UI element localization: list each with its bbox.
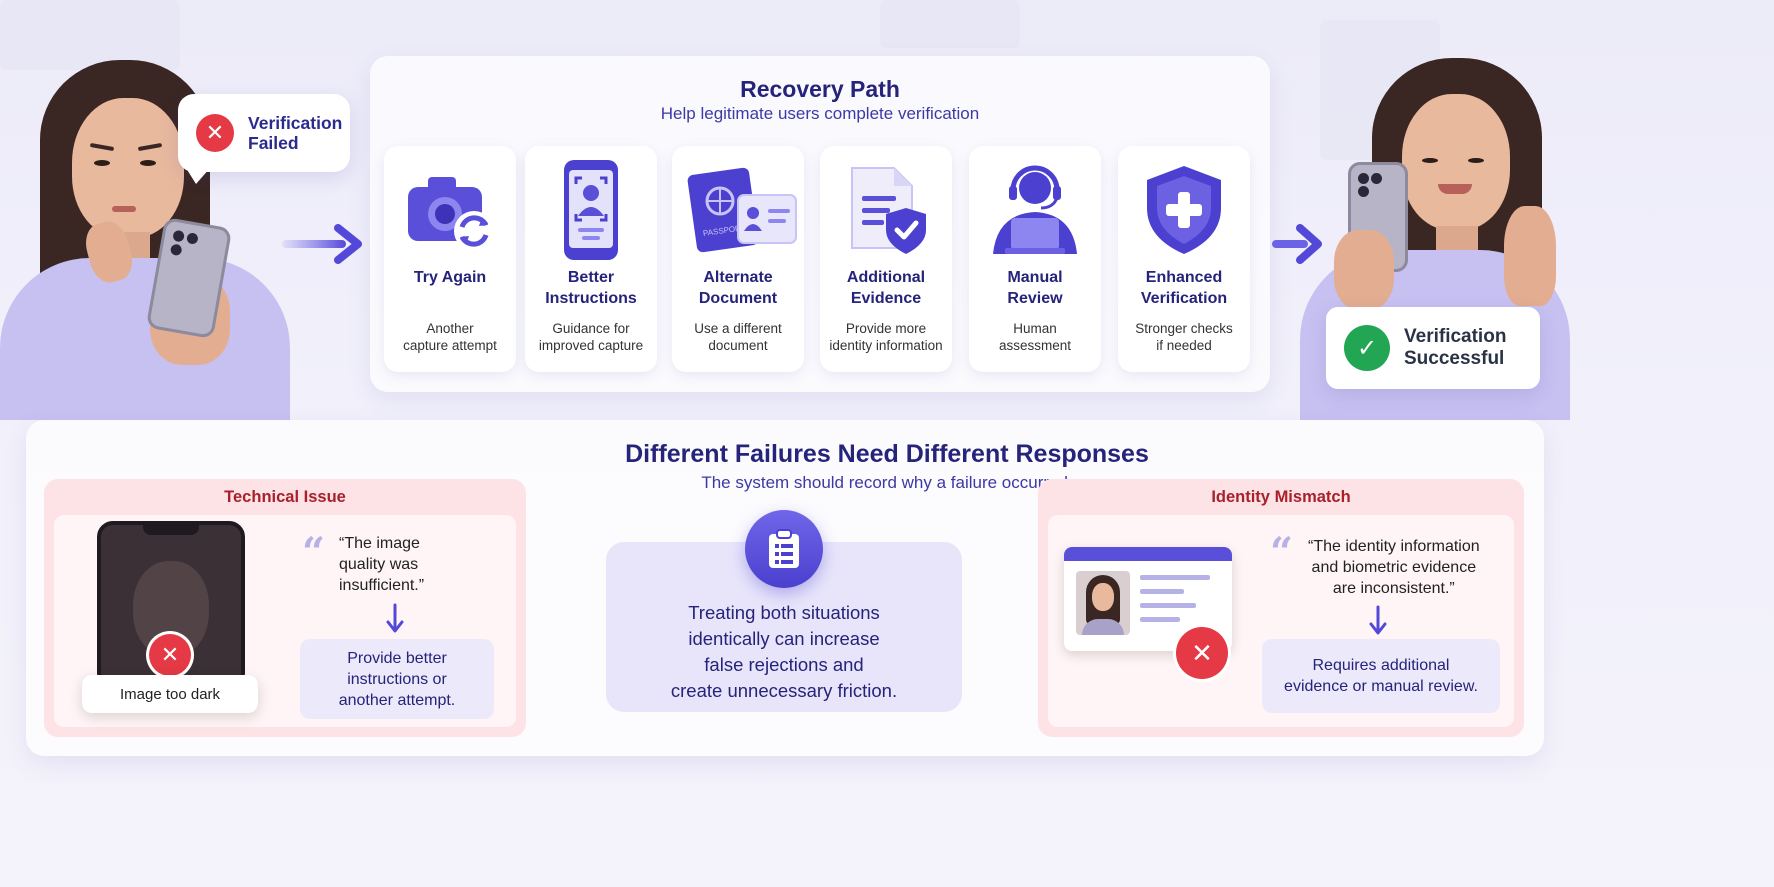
step-label: Alternate Document [698, 269, 778, 307]
background-window [880, 0, 1020, 48]
camera-retry-icon [408, 177, 494, 251]
center-note-text: Treating both situations identically can… [670, 602, 898, 701]
step-card-enhanced-verification: Enhanced Verification Stronger checks if… [1118, 146, 1250, 372]
technical-issue-response: Provide better instructions or another a… [300, 639, 494, 719]
identity-mismatch-quote: “The identity information and biometric … [1308, 538, 1480, 597]
arrow-right-icon [282, 224, 362, 264]
check-icon: ✓ [1344, 325, 1390, 371]
image-too-dark-caption: Image too dark [82, 675, 258, 713]
step-description: Use a different document [694, 321, 782, 353]
verification-successful-badge: ✓ Verification Successful [1326, 307, 1540, 389]
arrow-right-icon [1272, 224, 1322, 264]
bubble-tail [186, 168, 210, 184]
phone-face-scan-icon [564, 160, 618, 260]
verification-failed-text: Verification Failed [248, 112, 343, 153]
x-icon: ✕ [1176, 627, 1228, 679]
step-label: Try Again [413, 269, 487, 286]
technical-issue-title: Technical Issue [224, 488, 346, 506]
arrow-down-icon [1369, 605, 1387, 635]
identity-mismatch-title: Identity Mismatch [1211, 488, 1351, 506]
quote-icon: “ [1270, 529, 1294, 576]
background-window [0, 0, 180, 70]
identity-mismatch-response: Requires additional evidence or manual r… [1262, 639, 1500, 713]
step-card-additional-evidence: Additional Evidence Provide more identit… [820, 146, 952, 372]
step-card-try-again: Try Again Another capture attempt [384, 146, 516, 372]
recovery-path-panel: Recovery Path Help legitimate users comp… [370, 56, 1270, 392]
verification-failed-bubble: ✕ Verification Failed [178, 94, 350, 172]
step-description: Provide more identity information [829, 321, 943, 353]
support-agent-icon [993, 165, 1077, 254]
step-label: Manual Review [1007, 269, 1063, 307]
step-label: Additional Evidence [846, 269, 926, 307]
clipboard-icon [745, 510, 823, 588]
shield-plus-icon [1147, 166, 1221, 254]
step-description: Another capture attempt [403, 321, 497, 353]
step-card-manual-review: Manual Review Human assessment [969, 146, 1101, 372]
quote-icon: “ [302, 529, 326, 576]
step-description: Stronger checks if needed [1135, 321, 1233, 353]
failure-types-title: Different Failures Need Different Respon… [625, 440, 1149, 468]
failure-types-subtitle: The system should record why a failure o… [701, 473, 1073, 492]
step-description: Human assessment [998, 321, 1072, 353]
identity-mismatch-panel: Identity Mismatch ✕ “ “The identity info… [1038, 479, 1524, 737]
thumbs-up-hand [1504, 206, 1556, 306]
technical-issue-quote: “The image quality was insufficient.” [339, 535, 425, 594]
document-shield-icon [851, 167, 926, 254]
passport-id-icon: PASSPORT [687, 167, 797, 253]
step-card-better-instructions: Better Instructions Guidance for improve… [525, 146, 657, 372]
x-icon: ✕ [196, 114, 234, 152]
recovery-path-subtitle: Help legitimate users complete verificat… [660, 104, 980, 123]
verification-successful-text: Verification Successful [1404, 326, 1507, 369]
frustrated-woman-illustration [0, 0, 300, 420]
technical-issue-panel: Technical Issue ✕ Image too dark “ “The … [44, 479, 526, 737]
arrow-down-icon [386, 603, 404, 633]
step-label: Enhanced Verification [1140, 269, 1228, 307]
step-label: Better Instructions [545, 269, 637, 307]
step-description: Guidance for improved capture [538, 321, 644, 353]
x-icon: ✕ [149, 634, 191, 676]
step-card-alternate-document: PASSPORT Alternate Document Use a differ… [672, 146, 804, 372]
recovery-path-title: Recovery Path [740, 76, 900, 102]
